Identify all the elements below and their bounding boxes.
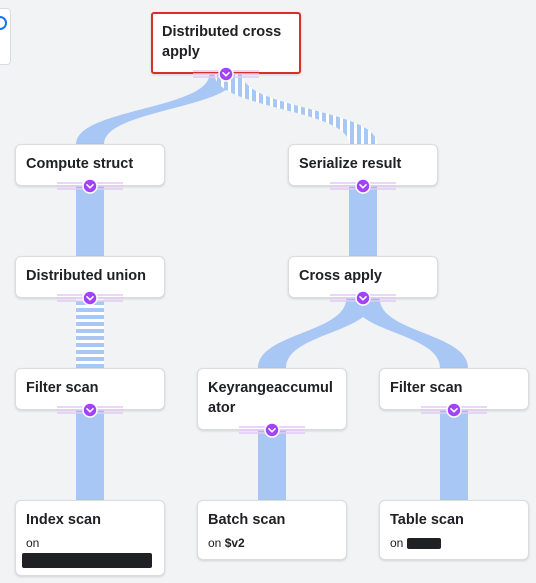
node-title: Distributed union [26,268,147,284]
chevron-down-icon [359,184,367,189]
chevron-down-icon [86,296,94,301]
redacted-value [22,553,152,568]
plan-node-batch-scan[interactable]: Batch scan on $v2 [197,500,347,560]
edge-cross-apply-to-keyrange-accumulator [258,298,375,368]
node-subtitle: on $v2 [208,536,336,550]
redacted-value [407,538,442,550]
collapse-toggle-filter-scan-right[interactable] [421,402,487,418]
node-title: Keyrangeaccumulator [208,380,333,416]
node-title: Cross apply [299,268,382,284]
plan-node-cross-apply[interactable]: Cross apply [288,256,438,298]
toggle-button[interactable] [82,290,98,306]
edge-keyrange-accumulator-to-batch-scan [258,430,286,500]
edge-serialize-result-to-cross-apply [349,186,377,256]
plan-node-keyrange-accumulator[interactable]: Keyrangeaccumulator [197,368,347,430]
edge-distributed-cross-apply-to-compute-struct [76,74,238,144]
toggle-button[interactable] [446,402,462,418]
toggle-button[interactable] [264,422,280,438]
toggle-button[interactable] [218,66,234,82]
node-title: Batch scan [208,512,286,528]
node-subtitle: on [22,536,154,568]
chevron-down-icon [268,428,276,433]
collapse-toggle-distributed-cross-apply[interactable] [193,66,259,82]
node-on-label: on [208,536,222,550]
node-title: Serialize result [299,156,402,172]
toggle-button[interactable] [82,178,98,194]
chevron-down-icon [86,184,94,189]
collapse-toggle-distributed-union[interactable] [57,290,123,306]
collapse-toggle-cross-apply[interactable] [330,290,396,306]
node-title: Filter scan [26,380,99,396]
chevron-down-icon [450,408,458,413]
node-title: Index scan [26,512,101,528]
edge-distributed-cross-apply-to-serialize-result [214,74,377,144]
toggle-button[interactable] [355,178,371,194]
edge-filter-scan-right-to-table-scan [440,410,468,500]
node-on-value: $v2 [224,536,245,550]
plan-node-distributed-union[interactable]: Distributed union [15,256,165,298]
node-on-label: on [390,536,404,550]
collapse-toggle-serialize-result[interactable] [330,178,396,194]
node-title: Filter scan [390,380,463,396]
help-icon [0,16,7,30]
node-subtitle: on [390,536,518,550]
node-title: Distributed cross apply [162,24,282,60]
edge-distributed-union-to-filter-scan-left [76,298,104,368]
chevron-down-icon [359,296,367,301]
edge-filter-scan-left-to-index-scan [76,410,104,500]
toggle-button[interactable] [355,290,371,306]
edge-compute-struct-to-distributed-union [76,186,104,256]
plan-node-distributed-cross-apply[interactable]: Distributed cross apply [151,12,301,74]
chevron-down-icon [86,408,94,413]
edge-cross-apply-to-filter-scan-right [351,298,468,368]
collapse-toggle-filter-scan-left[interactable] [57,402,123,418]
node-title: Compute struct [26,156,134,172]
side-panel-tab[interactable] [0,8,11,65]
collapse-toggle-compute-struct[interactable] [57,178,123,194]
plan-node-table-scan[interactable]: Table scan on [379,500,529,560]
chevron-down-icon [222,72,230,77]
collapse-toggle-keyrange-accumulator[interactable] [239,422,305,438]
plan-node-index-scan[interactable]: Index scan on [15,500,165,576]
node-on-label: on [26,536,40,550]
node-title: Table scan [390,512,464,528]
toggle-button[interactable] [82,402,98,418]
